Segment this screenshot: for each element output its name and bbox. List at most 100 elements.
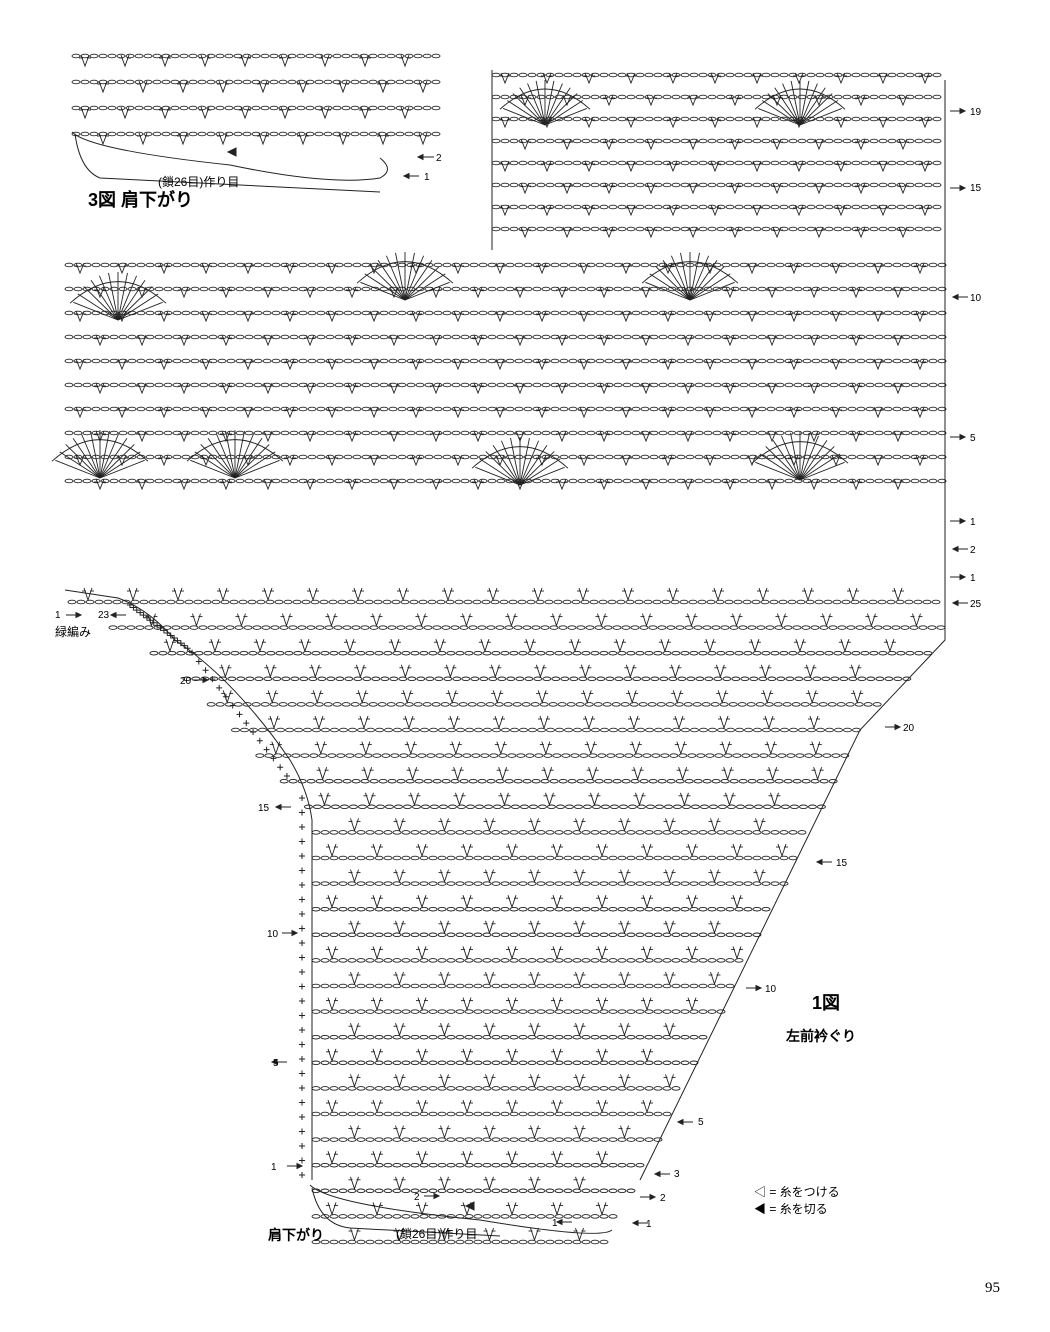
chain-stitch xyxy=(860,116,870,122)
chain-stitch xyxy=(220,599,230,605)
chain-stitch xyxy=(635,116,645,122)
edge-plus-stitch xyxy=(195,658,202,665)
chain-stitch xyxy=(779,160,789,166)
chain-stitch xyxy=(282,753,292,758)
fan-top xyxy=(499,88,591,110)
chain-stitch xyxy=(374,1214,384,1219)
chain-stitch xyxy=(572,983,582,989)
chain-stitch xyxy=(338,983,348,989)
chain-stitch xyxy=(716,160,726,166)
fan-stitch xyxy=(519,445,548,486)
chain-stitch xyxy=(680,881,690,886)
chain-stitch xyxy=(599,881,609,886)
chain-stitch xyxy=(631,406,641,412)
edge-plus-stitch xyxy=(184,645,191,652)
chain-stitch xyxy=(318,753,328,758)
chain-stitch xyxy=(235,310,245,316)
chain-stitch xyxy=(572,1188,582,1194)
chain-stitch xyxy=(532,310,542,316)
chain-stitch xyxy=(500,138,510,144)
chain-stitch xyxy=(752,650,762,656)
chain-stitch xyxy=(516,753,526,758)
chain-stitch xyxy=(693,778,703,784)
chain-stitch xyxy=(473,1034,483,1040)
chain-stitch xyxy=(482,855,492,861)
chain-stitch xyxy=(154,286,164,292)
chain-stitch xyxy=(680,1060,690,1066)
chain-stitch xyxy=(401,1034,411,1040)
v-stitch xyxy=(500,160,510,173)
chain-stitch xyxy=(815,204,825,210)
chain-stitch xyxy=(329,1188,339,1194)
chain-stitch xyxy=(730,430,740,436)
chain-stitch xyxy=(662,204,672,210)
chain-stitch xyxy=(563,204,573,210)
chain-stitch xyxy=(383,958,393,963)
chain-stitch xyxy=(632,676,642,682)
chain-stitch xyxy=(215,53,225,59)
chain-stitch xyxy=(500,958,510,963)
chain-stitch xyxy=(487,310,497,316)
chain-stitch xyxy=(478,478,488,484)
chain-stitch xyxy=(523,262,533,268)
chain-stitch xyxy=(464,1214,474,1219)
v-stitch xyxy=(400,54,410,68)
chain-stitch xyxy=(635,182,645,188)
chain-stitch xyxy=(298,358,308,364)
chain-stitch xyxy=(280,262,290,268)
v-stitch xyxy=(687,997,697,1012)
chain-stitch xyxy=(470,676,480,682)
chain-stitch xyxy=(746,702,756,707)
v-stitch xyxy=(762,690,772,704)
chain-stitch xyxy=(391,599,401,605)
chain-stitch xyxy=(497,676,507,682)
chain-stitch xyxy=(599,906,609,912)
chain-stitch xyxy=(545,1137,555,1142)
chain-stitch xyxy=(401,932,411,938)
chain-stitch xyxy=(716,830,726,835)
chain-stitch xyxy=(734,958,744,963)
chain-stitch xyxy=(450,778,460,784)
chain-stitch xyxy=(455,1060,465,1066)
chain-stitch xyxy=(478,262,488,268)
chain-stitch xyxy=(734,650,744,656)
v-stitch xyxy=(575,818,584,832)
chain-stitch xyxy=(518,1214,528,1219)
chain-stitch xyxy=(333,625,343,630)
chain-stitch xyxy=(932,138,942,144)
chain-stitch xyxy=(383,1034,393,1040)
v-stitch xyxy=(350,1227,359,1242)
chain-stitch xyxy=(338,1239,348,1245)
chain-stitch xyxy=(937,454,947,460)
chain-stitch xyxy=(304,804,313,810)
chain-stitch xyxy=(694,358,704,364)
chain-stitch xyxy=(350,105,360,111)
chain-stitch xyxy=(235,358,245,364)
chain-stitch xyxy=(631,478,641,484)
chain-stitch xyxy=(816,727,825,733)
chain-stitch xyxy=(617,958,627,963)
chain-stitch xyxy=(376,804,385,810)
chain-stitch xyxy=(532,286,542,292)
chain-stitch xyxy=(674,702,684,707)
chain-stitch xyxy=(135,625,145,630)
chain-stitch xyxy=(361,334,371,340)
chain-stitch xyxy=(296,702,306,707)
chain-stitch xyxy=(723,753,733,758)
chain-stitch xyxy=(315,625,325,630)
chain-stitch xyxy=(253,382,263,388)
chain-stitch xyxy=(653,204,663,210)
chain-stitch xyxy=(833,204,843,210)
chain-stitch xyxy=(937,310,947,316)
chain-stitch xyxy=(698,138,708,144)
chain-stitch xyxy=(320,830,330,835)
chain-stitch xyxy=(761,881,771,886)
chain-stitch xyxy=(351,778,361,784)
chain-stitch xyxy=(428,1060,438,1066)
chain-stitch xyxy=(269,53,279,59)
chain-stitch xyxy=(107,105,117,111)
chain-stitch xyxy=(378,625,388,630)
chain-stitch xyxy=(740,676,750,682)
chain-stitch xyxy=(320,1034,330,1040)
chain-stitch xyxy=(635,204,645,210)
